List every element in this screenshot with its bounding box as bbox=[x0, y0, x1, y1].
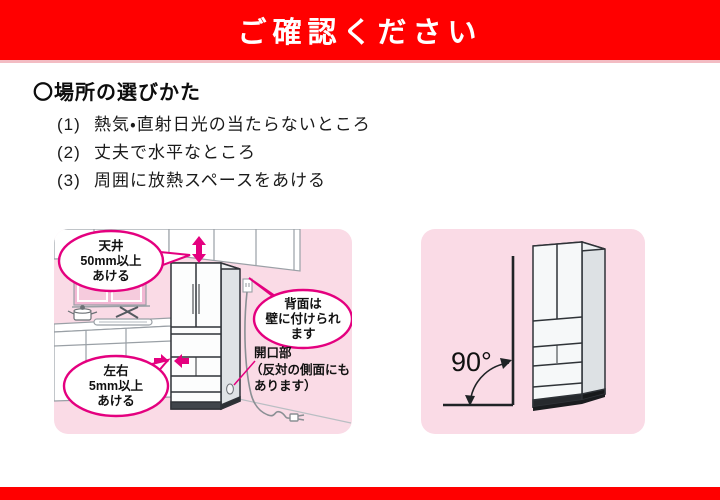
opening-label-line: （反対の側面にも bbox=[250, 362, 350, 377]
list-item: (3) 周囲に放熱スペースをあける bbox=[57, 172, 371, 190]
list-item: (2) 丈夫で水平なところ bbox=[57, 144, 371, 162]
list-item-number: (1) bbox=[57, 115, 81, 134]
power-plug bbox=[289, 413, 305, 422]
callout-back-line: ます bbox=[290, 327, 315, 341]
wall-outlet bbox=[242, 278, 253, 293]
callout-ceiling-line: 天井 bbox=[98, 238, 124, 253]
callout-sides-line: 左右 bbox=[102, 363, 128, 378]
refrigerator-side-view bbox=[532, 240, 606, 411]
refrigerator bbox=[170, 261, 241, 411]
callout-sides-line: あける bbox=[97, 394, 135, 408]
list-item: (1) 熱気・直射日光の当たらないところ bbox=[57, 116, 371, 134]
side-opening bbox=[226, 383, 234, 395]
figure-angle-panel: 90° bbox=[421, 229, 645, 434]
page-title: ご確認ください bbox=[237, 17, 483, 49]
section-heading: 〇場所の選びかた bbox=[33, 82, 201, 104]
callout-ceiling-line: 50mm以上 bbox=[80, 253, 142, 268]
figure-kitchen-panel: 天井 50mm以上 あける 背面は 壁に付けられ ます 左右 5mm以上 あける bbox=[54, 229, 352, 434]
list-item-number: (3) bbox=[57, 171, 81, 190]
floor-line bbox=[238, 398, 352, 424]
list-item-text: 周囲に放熱スペースをあける bbox=[94, 171, 326, 190]
callout-sides-line: 5mm以上 bbox=[89, 378, 144, 393]
opening-label: 開口部 （反対の側面にも あります） bbox=[233, 345, 350, 393]
footer-bar bbox=[0, 487, 720, 500]
callout-sides: 左右 5mm以上 あける bbox=[62, 354, 171, 418]
callout-ceiling: 天井 50mm以上 あける bbox=[57, 229, 191, 293]
wall-floor-lines bbox=[443, 256, 515, 407]
kitchen-utensils bbox=[115, 306, 139, 319]
instruction-list: (1) 熱気・直射日光の当たらないところ (2) 丈夫で水平なところ (3) 周… bbox=[57, 116, 371, 200]
header-bar: ご確認ください bbox=[0, 0, 720, 63]
callout-back: 背面は 壁に付けられ ます bbox=[248, 277, 352, 350]
list-item-text: 丈夫で水平なところ bbox=[94, 143, 256, 162]
callout-back-line: 壁に付けられ bbox=[264, 311, 341, 326]
power-cord bbox=[244, 291, 291, 419]
kitchen-illustration: 天井 50mm以上 あける 背面は 壁に付けられ ます 左右 5mm以上 あける bbox=[54, 229, 352, 424]
angle-arc-icon bbox=[465, 358, 512, 406]
callout-back-line: 背面は bbox=[284, 296, 322, 311]
angle-value: 90° bbox=[451, 347, 492, 377]
kitchen-pot bbox=[67, 305, 98, 321]
list-item-number: (2) bbox=[57, 143, 81, 162]
ceiling-clearance-arrow-icon bbox=[192, 236, 206, 263]
opening-label-line: 開口部 bbox=[254, 345, 292, 360]
callout-ceiling-line: あける bbox=[92, 269, 130, 283]
opening-label-line: あります） bbox=[254, 378, 317, 393]
angle-illustration: 90° bbox=[443, 240, 606, 411]
list-item-text: 熱気・直射日光の当たらないところ bbox=[94, 115, 371, 134]
